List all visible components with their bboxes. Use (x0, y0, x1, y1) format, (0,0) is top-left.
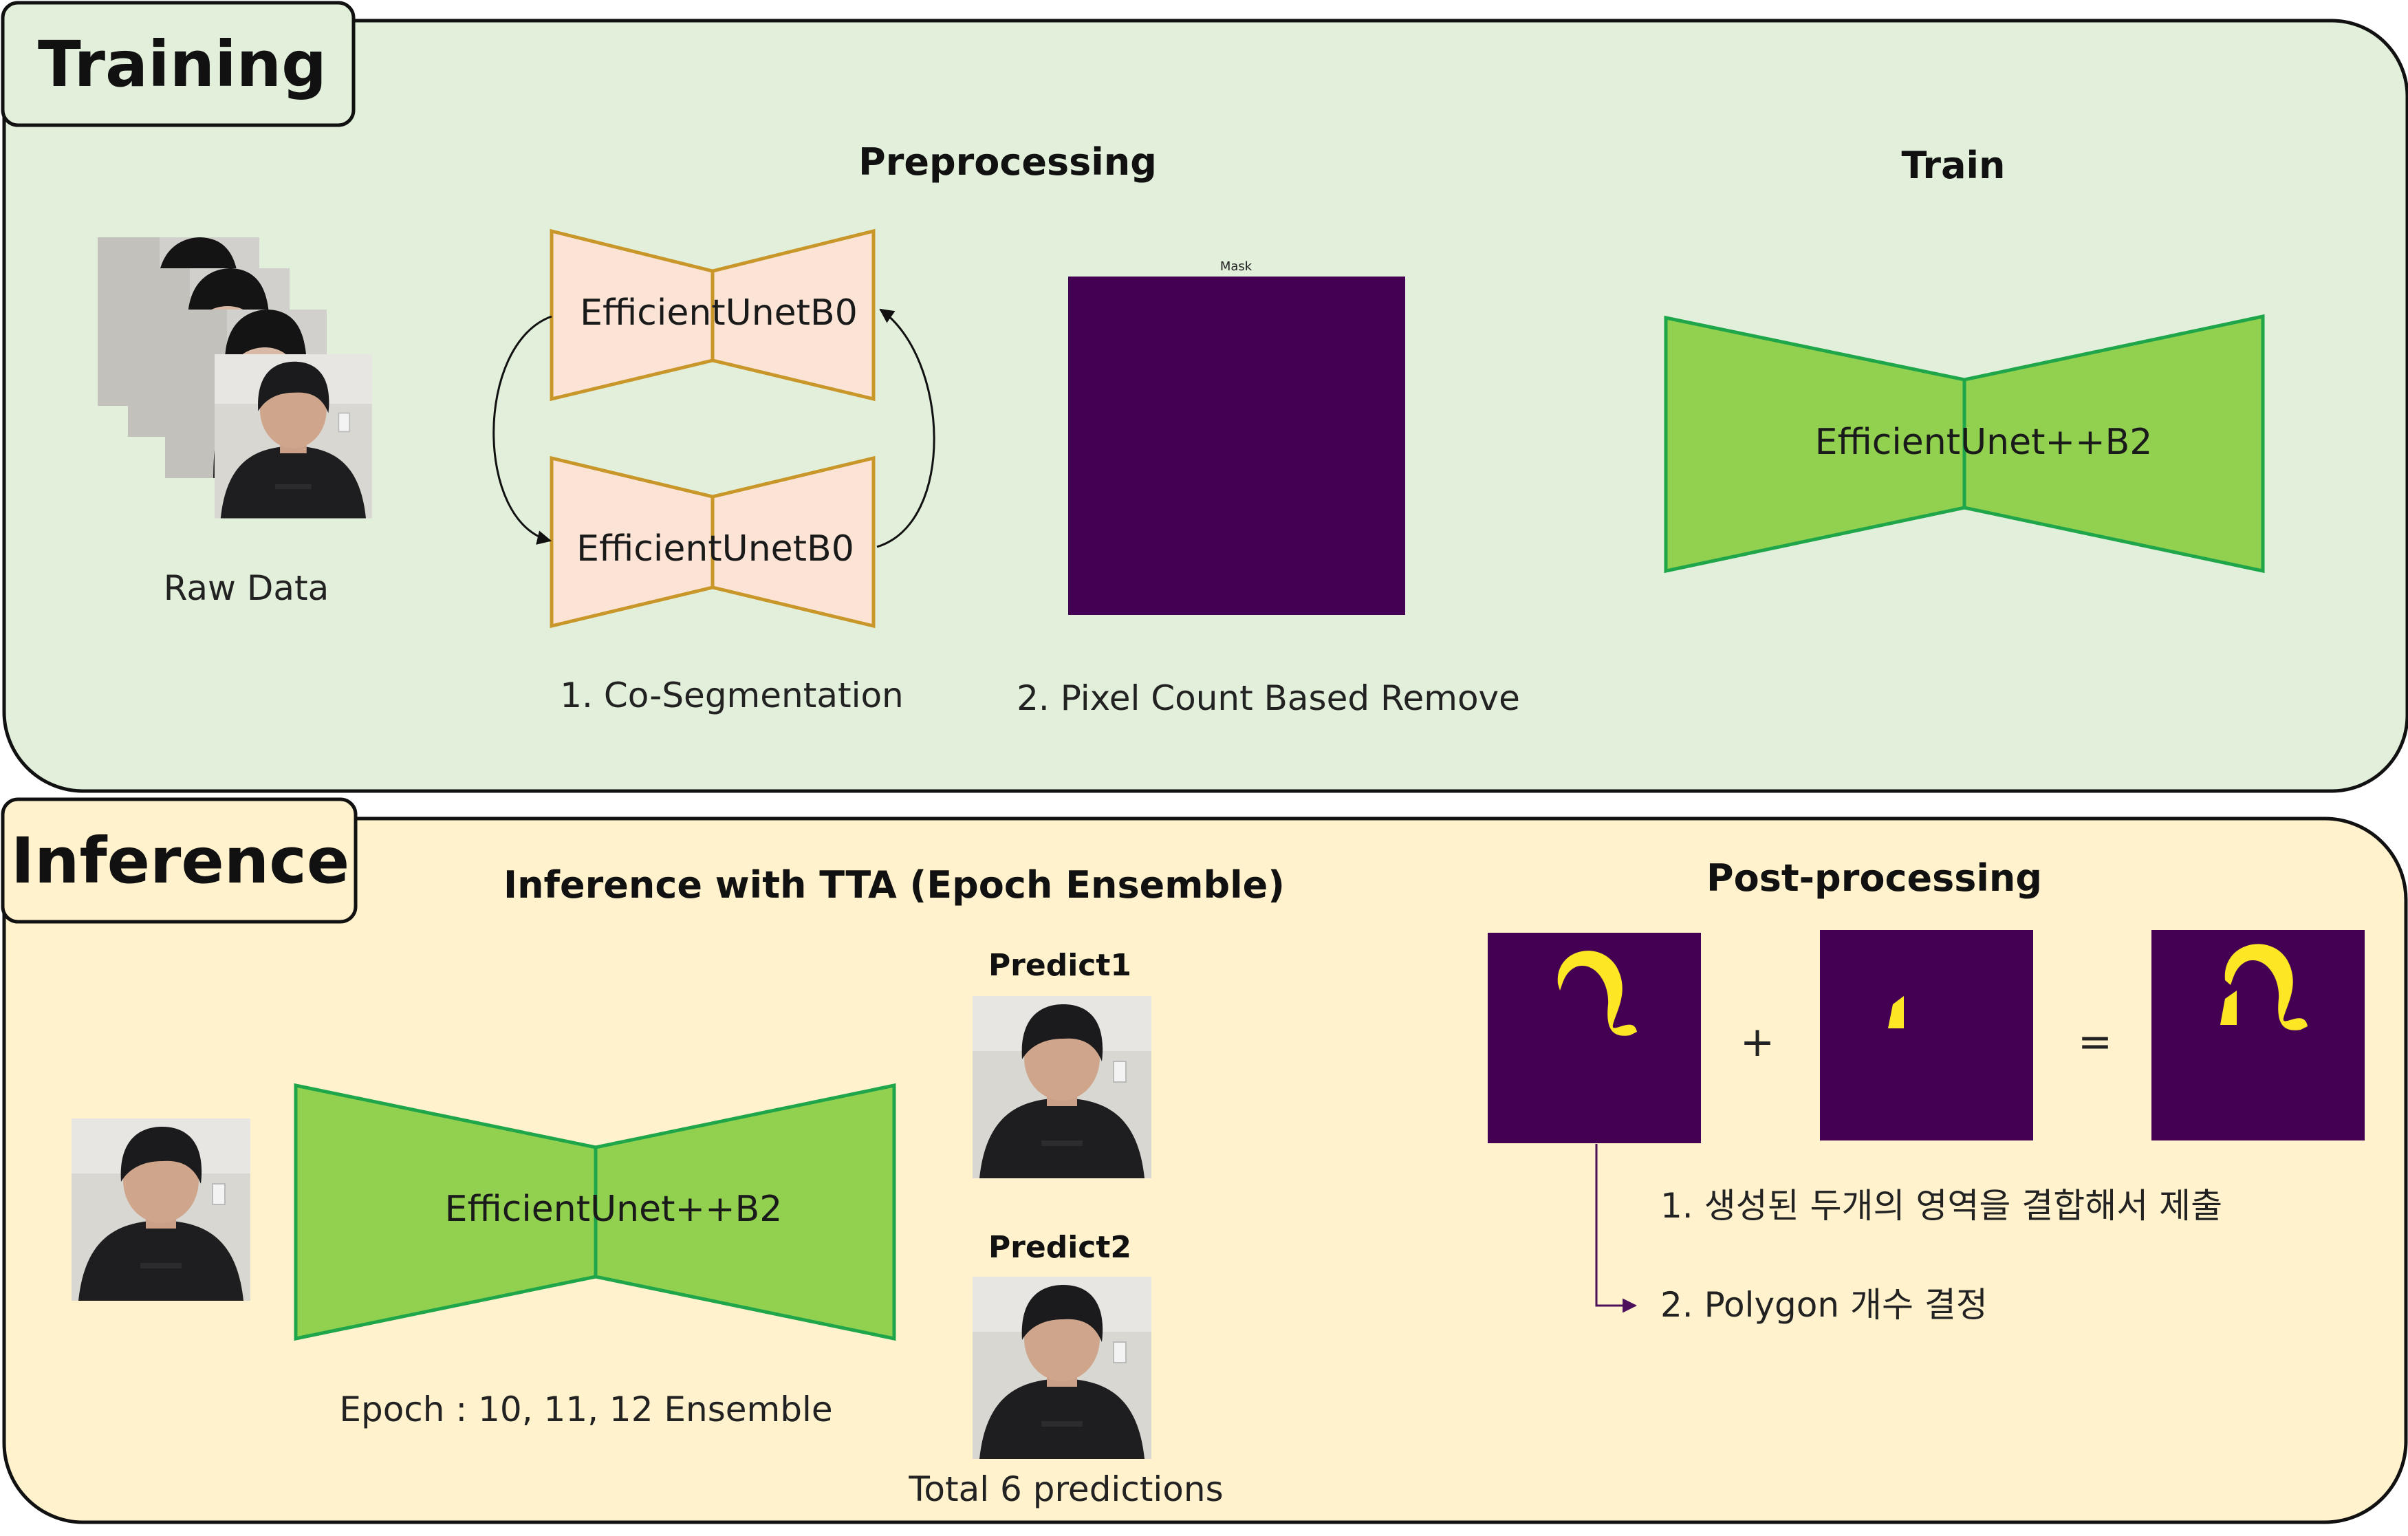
efficientunetpp-b2-infer-label: EfficientUnet++B2 (445, 1189, 783, 1230)
predict1-photo (972, 995, 1152, 1179)
training-title-box (1, 1, 356, 127)
cycle-arrow-right (876, 308, 935, 548)
mask-image (1068, 277, 1405, 615)
efficientunetb0-top: EfficientUnetB0 (550, 228, 876, 402)
efficientunetpp-b2-train-label: EfficientUnet++B2 (1815, 422, 2153, 463)
total-predictions-label: Total 6 predictions (908, 1469, 1223, 1509)
connector-arrow (1595, 1144, 1638, 1313)
epoch-label: Epoch : 10, 11, 12 Ensemble (339, 1389, 832, 1429)
input-photo (71, 1118, 251, 1301)
post-mask-2 (1820, 930, 2033, 1140)
predict2-label: Predict2 (988, 1230, 1131, 1265)
efficientunetb0-bottom: EfficientUnetB0 (550, 455, 876, 629)
predict2-photo (972, 1276, 1152, 1460)
raw-data-label: Raw Data (164, 568, 329, 608)
training-title: Training (38, 28, 327, 101)
inference-section: Inference Inference with TTA (Epoch Ense… (1, 797, 2408, 1524)
efficientunetpp-b2-train: EfficientUnet++B2 (1664, 314, 2265, 574)
post-step1-label: 1. 생성된 두개의 영역을 결합해서 제출 (1660, 1186, 2222, 1226)
step1-label: 1. Co-Segmentation (560, 675, 904, 715)
equals-sign: = (2078, 1018, 2112, 1066)
efficientunetb0-bottom-label: EfficientUnetB0 (576, 528, 854, 570)
inference-panel (2, 816, 2408, 1524)
inference-title: Inference (11, 824, 349, 898)
efficientunetb0-top-label: EfficientUnetB0 (580, 292, 858, 334)
raw-photo-4 (214, 354, 373, 519)
train-header: Train (1902, 144, 2006, 187)
training-section: Training Raw Data Preprocessing Efficien… (1, 1, 2408, 793)
cycle-arrow-left (492, 315, 552, 545)
efficientunetpp-b2-infer: EfficientUnet++B2 (294, 1083, 896, 1341)
inference-title-box (1, 797, 358, 924)
preprocessing-header: Preprocessing (858, 140, 1157, 184)
post-mask-1 (1488, 933, 1701, 1143)
post-step2-label: 2. Polygon 개수 결정 (1660, 1285, 1988, 1325)
step2-label: 2. Pixel Count Based Remove (1017, 678, 1520, 718)
post-mask-result (2151, 930, 2365, 1140)
mask-title: Mask (1220, 259, 1252, 274)
plus-sign: + (1740, 1018, 1775, 1066)
tta-header: Inference with TTA (Epoch Ensemble) (503, 863, 1285, 907)
postprocessing-header: Post-processing (1706, 856, 2042, 900)
predict1-label: Predict1 (988, 948, 1131, 983)
